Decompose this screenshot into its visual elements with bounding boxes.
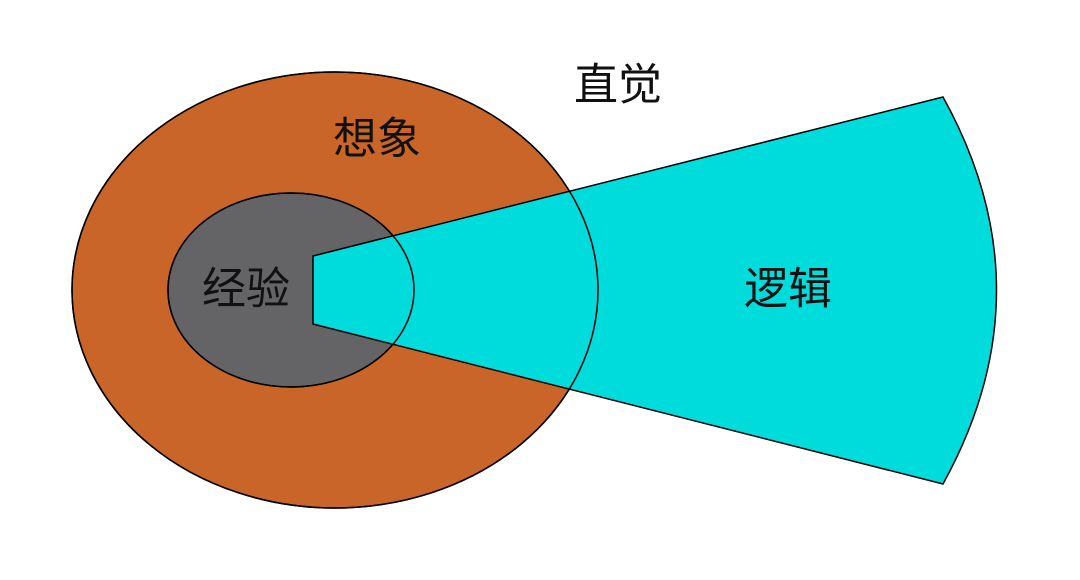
experience-boundary [167,192,415,388]
intuition-label: 直觉 [574,60,662,111]
logic-wedge [312,96,998,485]
experience-label: 经验 [202,264,290,315]
imagination-boundary [71,71,599,509]
imagination-label: 想象 [333,114,421,165]
logic-label: 逻辑 [744,264,832,315]
